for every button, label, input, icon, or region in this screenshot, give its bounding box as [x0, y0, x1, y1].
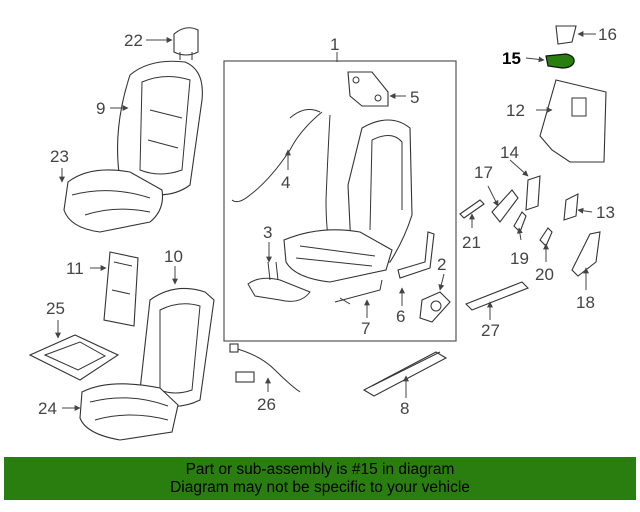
- callout-4: 4: [281, 173, 290, 192]
- rod-part[interactable]: [334, 279, 383, 305]
- trim-piece-17-part[interactable]: [491, 189, 519, 223]
- seat-heater-back-part[interactable]: [103, 251, 139, 327]
- callout-19: 19: [510, 249, 529, 268]
- callout-13: 13: [596, 203, 615, 222]
- callout-20: 20: [535, 265, 554, 284]
- callout-7: 7: [361, 319, 370, 338]
- callout-26: 26: [257, 395, 276, 414]
- trim-piece-13-part[interactable]: [563, 193, 579, 221]
- highlighted-part-15[interactable]: [545, 53, 575, 69]
- callout-18: 18: [576, 293, 595, 312]
- callout-23: 23: [50, 147, 69, 166]
- callout-15: 15: [502, 49, 521, 68]
- trim-piece-14-part[interactable]: [525, 175, 541, 211]
- callout-27: 27: [481, 321, 500, 340]
- clip-part[interactable]: [555, 25, 577, 45]
- seat-cushion-cover-part[interactable]: [63, 169, 164, 233]
- callout-17: 17: [474, 163, 493, 182]
- callout-11: 11: [66, 259, 84, 278]
- seat-frame-box: [223, 60, 457, 342]
- callout-10: 10: [164, 247, 183, 266]
- callout-6: 6: [396, 307, 405, 326]
- callout-14: 14: [500, 143, 519, 162]
- callout-2: 2: [437, 255, 446, 274]
- callout-5: 5: [410, 88, 419, 107]
- info-banner: Part or sub-assembly is #15 in diagram D…: [4, 457, 636, 500]
- back-panel-part[interactable]: [539, 79, 607, 163]
- bracket-part[interactable]: [347, 71, 389, 107]
- callout-24: 24: [38, 399, 57, 418]
- callout-22: 22: [124, 31, 143, 50]
- trim-piece-20-part[interactable]: [539, 227, 553, 247]
- headrest-part[interactable]: [173, 27, 199, 60]
- parts-diagram: 1 2 3 4 5 6 7 8 9 10 11 12 13 14 15 16 1…: [28, 25, 617, 441]
- callout-1: 1: [330, 35, 339, 54]
- trim-piece-18-part[interactable]: [571, 231, 601, 277]
- motor-part[interactable]: [419, 291, 451, 323]
- cushion-heater-part[interactable]: [28, 334, 120, 381]
- callout-25: 25: [46, 299, 65, 318]
- callout-16: 16: [598, 25, 617, 44]
- wire-harness-part[interactable]: [229, 343, 301, 393]
- seat-cushion-pad-part[interactable]: [79, 383, 179, 441]
- banner-line-2: Diagram may not be specific to your vehi…: [170, 479, 470, 496]
- seat-frame-part[interactable]: [283, 119, 413, 283]
- trim-piece-21-part[interactable]: [459, 199, 485, 219]
- callout-3: 3: [263, 223, 272, 242]
- seat-rail-part[interactable]: [362, 351, 448, 397]
- trim-piece-19-part[interactable]: [513, 211, 527, 233]
- small-bracket-part[interactable]: [397, 231, 435, 279]
- callout-9: 9: [96, 99, 105, 118]
- callout-21: 21: [462, 233, 481, 252]
- banner-line-1: Part or sub-assembly is #15 in diagram: [185, 461, 455, 478]
- seat-back-cover-part[interactable]: [117, 60, 203, 196]
- callout-12: 12: [506, 101, 525, 120]
- wire-frame-part[interactable]: [247, 261, 311, 302]
- side-trim-part[interactable]: [465, 281, 529, 311]
- callout-8: 8: [400, 399, 409, 418]
